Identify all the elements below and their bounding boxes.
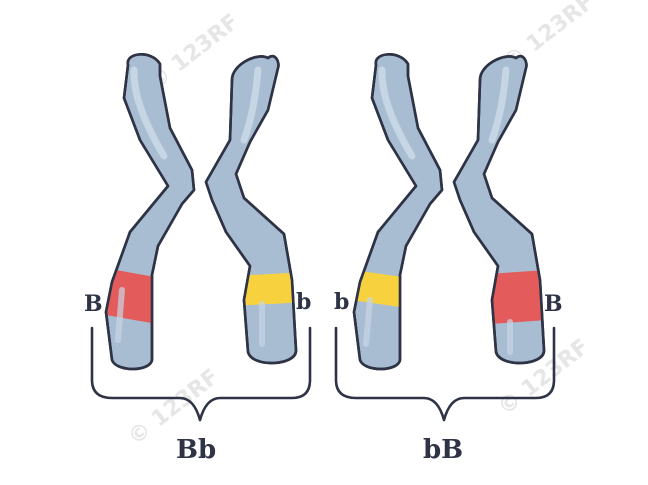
chromosome-left-2 bbox=[204, 54, 298, 365]
chromosome-right-2 bbox=[452, 54, 546, 365]
left-pair-brace bbox=[90, 326, 312, 422]
allele-label-dominant: B bbox=[84, 291, 103, 317]
genotype-label-left: Bb bbox=[176, 435, 217, 465]
dominant-band bbox=[476, 269, 545, 325]
chromosome-left-1 bbox=[104, 53, 196, 371]
right-pair-brace bbox=[334, 326, 556, 422]
chromosome-right-1 bbox=[352, 53, 444, 371]
allele-label-dominant: B bbox=[544, 291, 563, 317]
genotype-label-right: bB bbox=[423, 435, 464, 465]
allele-label-recessive: b bbox=[334, 289, 350, 315]
recessive-band bbox=[229, 271, 297, 307]
allele-label-recessive: b bbox=[296, 289, 312, 315]
